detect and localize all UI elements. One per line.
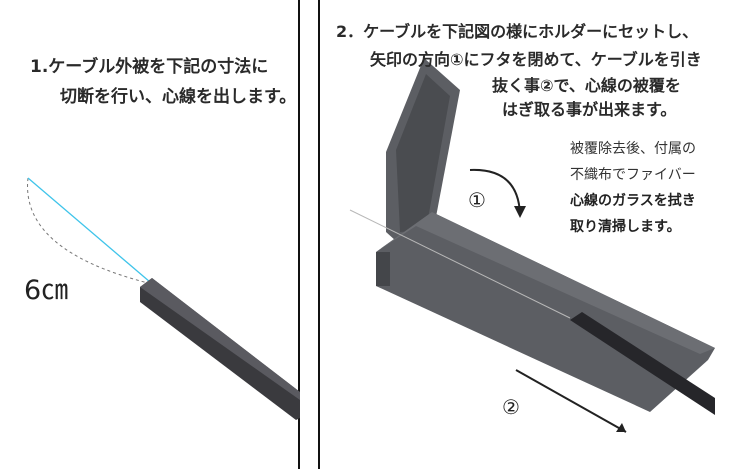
note-line3: 心線のガラスを拭き <box>570 193 696 209</box>
step1-line1: 1.ケーブル外被を下記の寸法に <box>30 57 269 77</box>
step2-line4: はぎ取る事が出来ます。 <box>502 100 677 119</box>
holder-cable <box>570 312 715 415</box>
step2-line3: 抜く事②で、心線の被覆を <box>492 76 681 95</box>
dimension-label: 6㎝ <box>24 275 69 306</box>
holder-base-top <box>376 212 715 354</box>
note-line2: 不織布でファイバー <box>570 167 696 183</box>
arrow-close-lid-head <box>514 206 526 218</box>
arrow-pull-head <box>616 423 626 432</box>
step2-line2: 矢印の方向①にフタを閉めて、ケーブルを引き <box>370 50 702 69</box>
step1-line2: 切断を行い、心線を出します。 <box>60 87 297 107</box>
holder-lid-inner <box>396 74 450 232</box>
holder-illustration <box>349 58 715 433</box>
arrow-close-lid <box>469 168 521 215</box>
note-line1: 被覆除去後、付属の <box>570 141 696 157</box>
hinge <box>376 252 390 286</box>
step1-panel: 1.ケーブル外被を下記の寸法に 切断を行い、心線を出します。 6㎝ <box>0 0 300 469</box>
note-line4: 取り清掃します。 <box>570 219 681 235</box>
step2-panel: 2．ケーブルを下記図の様にホルダーにセットし、 矢印の方向①にフタを閉めて、ケー… <box>318 0 729 469</box>
step2-line1: 2．ケーブルを下記図の様にホルダーにセットし、 <box>336 22 699 41</box>
marker-2: ② <box>502 395 520 419</box>
marker-1: ① <box>468 188 486 212</box>
cable-illustration <box>27 177 300 420</box>
measure-arc <box>27 177 149 284</box>
arrow-pull <box>515 369 627 433</box>
holder-base <box>376 212 715 412</box>
fiber-line <box>27 177 151 283</box>
cable-jacket-top <box>140 278 300 400</box>
holder-fiber <box>349 209 571 319</box>
